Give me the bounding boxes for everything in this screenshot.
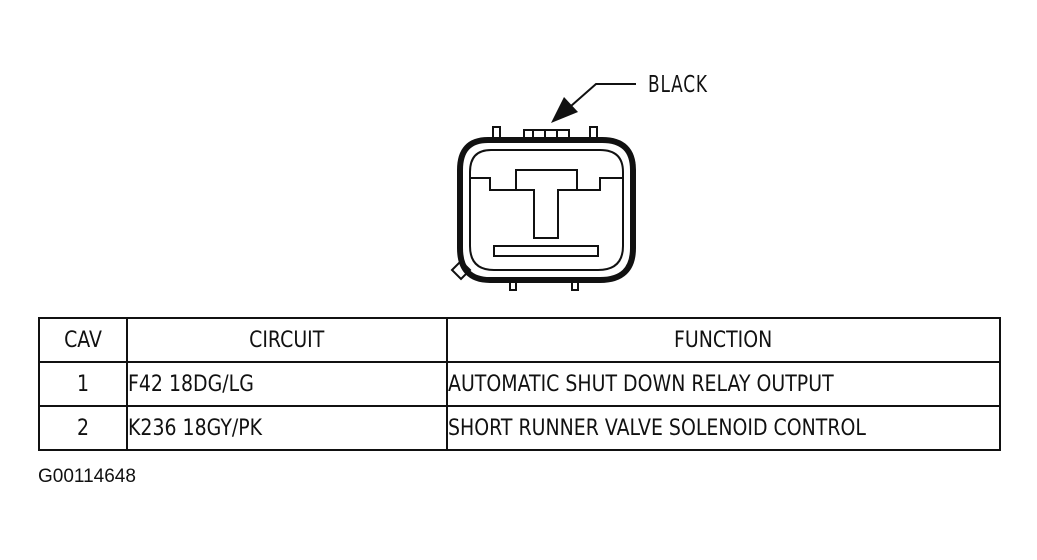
terminal-slot [493, 245, 599, 257]
cell-circuit: F42 18DG/LG [126, 361, 448, 407]
color-callout-label: BLACK [648, 72, 708, 98]
pinout-table: CAV CIRCUIT FUNCTION 1 F42 18DG/LG AUTOM… [38, 317, 1001, 451]
cell-cav: 2 [38, 405, 128, 451]
table-row: 1 F42 18DG/LG AUTOMATIC SHUT DOWN RELAY … [38, 361, 1001, 407]
header-circuit: CIRCUIT [126, 317, 448, 363]
table-row: 2 K236 18GY/PK SHORT RUNNER VALVE SOLENO… [38, 405, 1001, 451]
callout-arrow [551, 83, 636, 123]
connector-polarizing-nub [450, 259, 472, 281]
connector-diagram [450, 83, 636, 291]
connector-bottom-pins [509, 279, 579, 291]
connector-keyway [515, 169, 578, 239]
header-cav: CAV [38, 317, 128, 363]
connector-housing [457, 137, 636, 283]
header-function: FUNCTION [446, 317, 1001, 363]
figure-id: G00114648 [38, 466, 136, 487]
cell-function: SHORT RUNNER VALVE SOLENOID CONTROL [446, 405, 1001, 451]
cell-circuit: K236 18GY/PK [126, 405, 448, 451]
cell-function: AUTOMATIC SHUT DOWN RELAY OUTPUT [446, 361, 1001, 407]
table-header-row: CAV CIRCUIT FUNCTION [38, 317, 1001, 363]
cell-cav: 1 [38, 361, 128, 407]
connector-inner-wall [469, 149, 624, 271]
